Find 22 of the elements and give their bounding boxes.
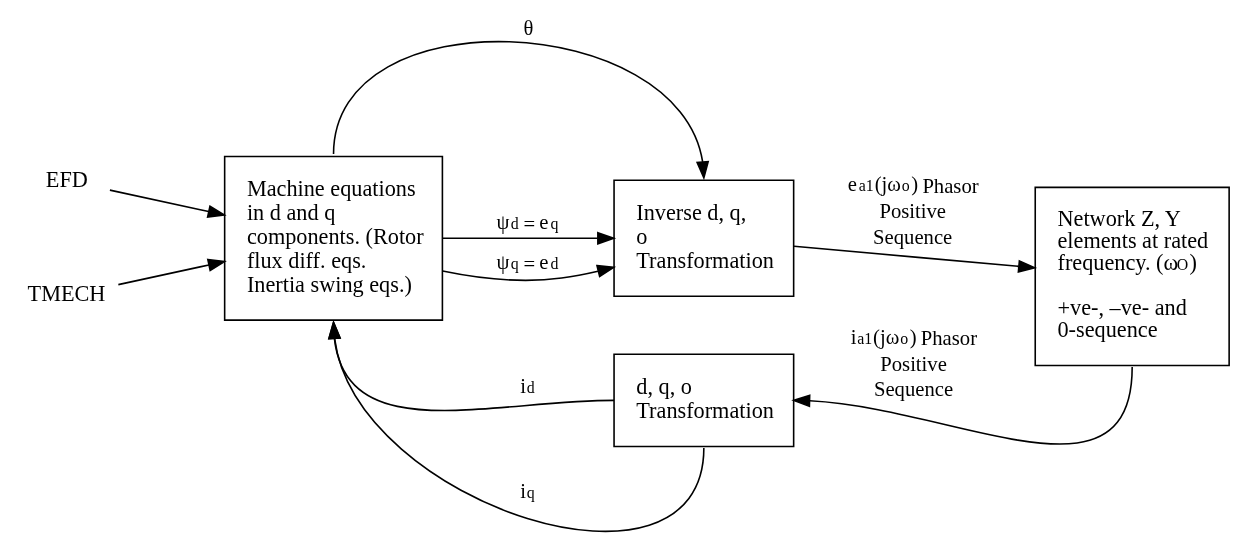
edge-label: iq — [520, 479, 535, 502]
arrow — [791, 366, 1133, 445]
node-box: Machine equations in d and q components. (Rotor flux diff. eqs. Inertia swing eqs.) — [223, 155, 444, 321]
arrow — [442, 231, 617, 245]
edge-label: θ — [523, 17, 534, 40]
edge-label: ia1(jωo) Phasor Positive Sequence — [850, 325, 978, 401]
node-text: EFD — [45, 166, 88, 192]
arrow — [327, 320, 615, 412]
edge-label: ea1(jωo) Phasor Positive Sequence — [847, 173, 979, 248]
arrow — [793, 245, 1038, 273]
edge-label: ψd = eq — [496, 211, 559, 235]
node-box: Inverse d, q, o Transformation — [613, 179, 795, 298]
arrow — [117, 258, 227, 286]
node-text: TMECH — [27, 281, 106, 307]
arrow — [441, 264, 617, 282]
edge-label: ψq = ed — [496, 251, 559, 275]
arrow — [109, 189, 227, 218]
arrow — [332, 41, 710, 181]
edge-label: id — [520, 375, 535, 398]
node-box: Network Z, Y elements at rated frequency. (ωO) +ve-, –ve- and 0-sequence — [1034, 186, 1230, 367]
arrow — [327, 320, 705, 533]
node-box: d, q, o Transformation — [613, 353, 795, 448]
